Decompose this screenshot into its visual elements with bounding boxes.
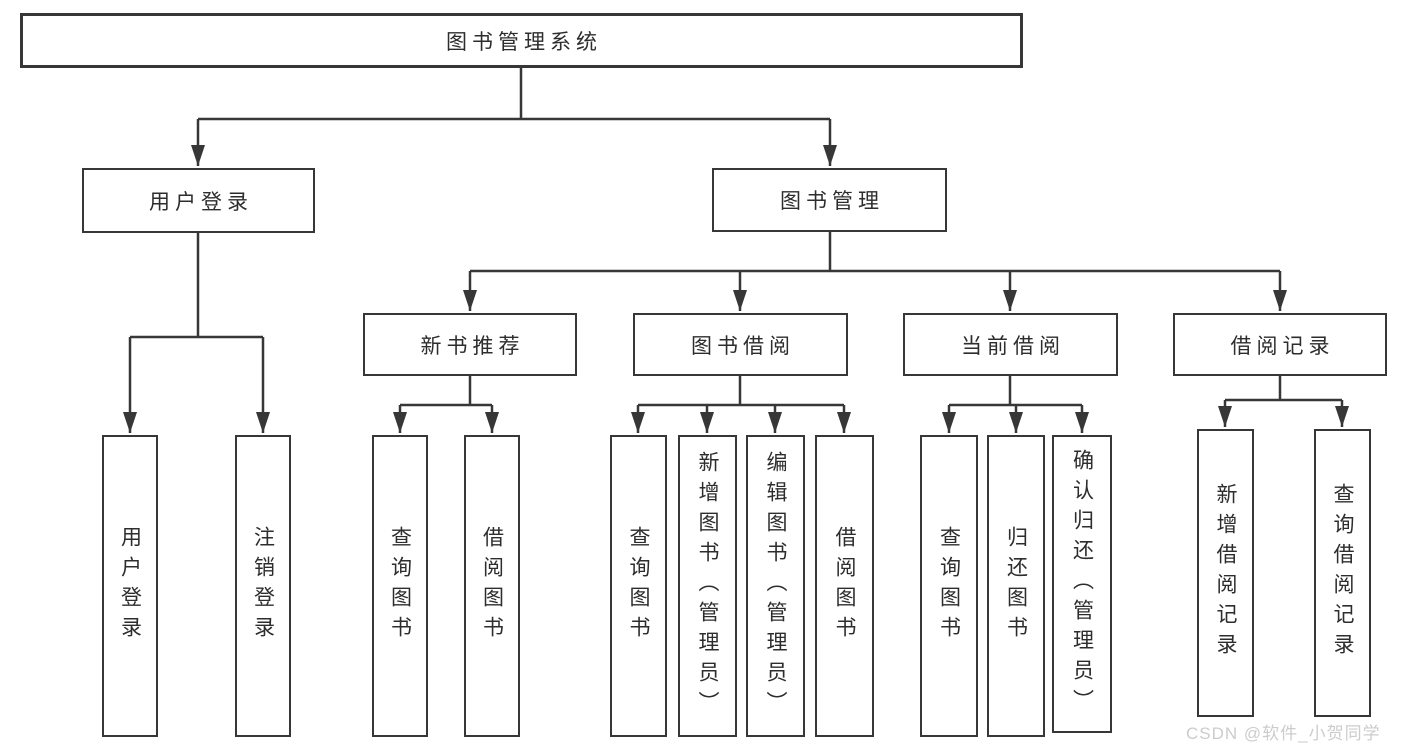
leaf-current-confirm-return-admin: 确认归还（管理员） — [1052, 435, 1112, 733]
csdn-watermark: CSDN @软件_小贺同学 — [1186, 724, 1381, 743]
leaf-logout: 注销登录 — [235, 435, 291, 737]
section-borrow-record: 借阅记录 — [1173, 313, 1387, 376]
leaf-current-return-book: 归还图书 — [987, 435, 1045, 737]
leaf-recommend-borrow-book: 借阅图书 — [464, 435, 520, 737]
section-new-book-recommend: 新书推荐 — [363, 313, 577, 376]
section-book-borrow: 图书借阅 — [633, 313, 848, 376]
branch-book-management: 图书管理 — [712, 168, 947, 232]
leaf-record-add-borrow-record: 新增借阅记录 — [1197, 429, 1254, 717]
leaf-current-query-book: 查询图书 — [920, 435, 978, 737]
branch-user-login: 用户登录 — [82, 168, 315, 233]
leaf-record-query-borrow-record: 查询借阅记录 — [1314, 429, 1371, 717]
leaf-borrow-add-book-admin: 新增图书（管理员） — [678, 435, 737, 737]
leaf-borrow-borrow-book: 借阅图书 — [815, 435, 874, 737]
leaf-borrow-query-book: 查询图书 — [610, 435, 667, 737]
leaf-recommend-query-book: 查询图书 — [372, 435, 428, 737]
root-node-library-management-system: 图书管理系统 — [20, 13, 1023, 68]
section-current-borrow: 当前借阅 — [903, 313, 1118, 376]
leaf-borrow-edit-book-admin: 编辑图书（管理员） — [746, 435, 805, 737]
leaf-user-login: 用户登录 — [102, 435, 158, 737]
